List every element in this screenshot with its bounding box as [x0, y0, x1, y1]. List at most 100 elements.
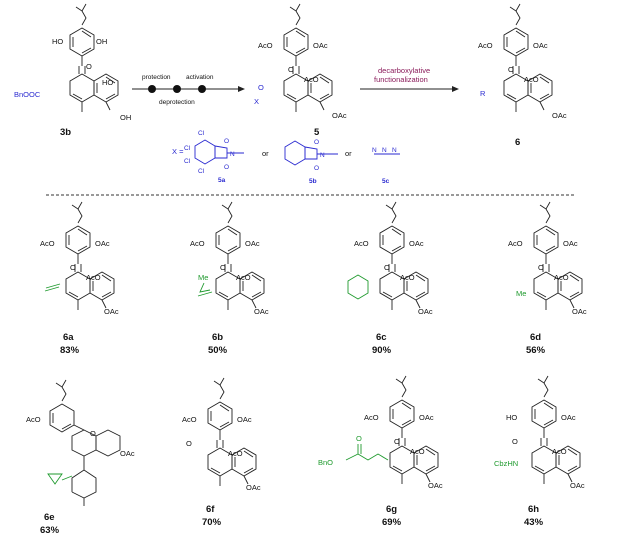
atom-label: N [230, 151, 235, 158]
atom-label: OAc [418, 307, 433, 316]
protection-arrow [132, 85, 245, 93]
compound-6-structure [503, 3, 553, 113]
atom-label: O [186, 439, 192, 448]
atom-label: HO [506, 413, 517, 422]
atom-label: OAc [428, 481, 443, 490]
atom-label: O [90, 429, 96, 438]
product-6b-structure [215, 201, 265, 311]
decarboxylative-arrow [360, 86, 459, 92]
atom-label: AcO [228, 449, 243, 458]
atom-label: AcO [364, 413, 379, 422]
ester-chain-substituent [345, 444, 389, 461]
atom-label: Cl [198, 168, 205, 175]
atom-label-cbzhn: CbzHN [494, 459, 518, 468]
atom-label: O [538, 263, 544, 272]
atom-label: OAc [104, 307, 119, 316]
atom-label: OAc [572, 307, 587, 316]
atom-label: OAc [245, 239, 260, 248]
alkyne-substituent [44, 283, 61, 292]
product-yield-6b: 50% [208, 345, 228, 356]
product-yield-6d: 56% [526, 345, 546, 356]
atom-label-me: Me [198, 273, 208, 282]
atom-label: OH [96, 37, 107, 46]
atom-label: OAc [313, 41, 328, 50]
atom-label: AcO [258, 41, 273, 50]
compound-5-structure [283, 3, 333, 113]
atom-label: O [314, 165, 319, 172]
x-label-5a: 5a [218, 177, 226, 184]
atom-label: OAc [95, 239, 110, 248]
atom-label: OAc [570, 481, 585, 490]
atom-label-o: O [258, 83, 264, 92]
atom-label: O [314, 139, 319, 146]
product-6f-structure [207, 377, 257, 487]
atom-label: HO [102, 78, 113, 87]
atom-label: AcO [400, 273, 415, 282]
atom-label: Cl [198, 130, 205, 137]
atom-label-x: X [254, 97, 259, 106]
product-label-6e: 6e [44, 512, 55, 523]
atom-label: N [320, 152, 325, 159]
or-label-1: or [262, 149, 269, 158]
atom-label: N [372, 147, 377, 154]
compound-label-6: 6 [515, 137, 520, 148]
atom-label: AcO [478, 41, 493, 50]
atom-label: OAc [332, 111, 347, 120]
product-6a-structure [65, 201, 115, 311]
product-6e-structure [47, 379, 121, 506]
isopropenyl-substituent [197, 282, 213, 297]
product-6g-structure [389, 375, 439, 485]
product-6h-structure [531, 375, 581, 485]
atom-label: Cl [184, 158, 191, 165]
or-label-2: or [345, 149, 352, 158]
atom-label: O [86, 62, 92, 71]
atom-label: O [224, 164, 229, 171]
atom-label: OAc [552, 111, 567, 120]
atom-label: AcO [552, 447, 567, 456]
atom-label: O [394, 437, 400, 446]
product-label-6h: 6h [528, 504, 539, 515]
atom-label: AcO [40, 239, 55, 248]
product-label-6f: 6f [206, 504, 215, 515]
atom-label: AcO [410, 447, 425, 456]
atom-label: OAc [533, 41, 548, 50]
compound-label-5: 5 [314, 127, 320, 138]
atom-label: O [288, 65, 294, 74]
product-6d-structure [533, 201, 583, 311]
atom-label: OH [120, 113, 131, 122]
atom-label: AcO [26, 415, 41, 424]
product-label-6b: 6b [212, 332, 223, 343]
product-label-6d: 6d [530, 332, 541, 343]
product-yield-6f: 70% [202, 517, 222, 528]
x-equals-label: X = [172, 147, 184, 156]
arrow-label-activation: activation [186, 74, 214, 81]
product-label-6c: 6c [376, 332, 387, 343]
x-group-5b [284, 140, 338, 166]
atom-label: Cl [184, 145, 191, 152]
atom-label: OAc [120, 449, 135, 458]
atom-label: O [220, 263, 226, 272]
atom-label: AcO [86, 273, 101, 282]
compound-label-3b: 3b [60, 127, 71, 138]
arrow-label-protection: protection [142, 74, 171, 81]
phenyl-substituent [347, 274, 369, 300]
atom-label: O [224, 138, 229, 145]
arrow-label-functionalization: functionalization [374, 75, 428, 84]
product-yield-6g: 69% [382, 517, 402, 528]
product-6c-structure [379, 201, 429, 311]
atom-label: O [508, 65, 514, 74]
atom-label: N [392, 147, 397, 154]
product-yield-6h: 43% [524, 517, 544, 528]
atom-label: OAc [563, 239, 578, 248]
product-yield-6e: 63% [40, 525, 60, 536]
atom-label: OAc [409, 239, 424, 248]
arrow-label-deprotection: deprotection [159, 99, 195, 106]
product-yield-6c: 90% [372, 345, 392, 356]
atom-label-bnooc: BnOOC [14, 90, 41, 99]
atom-label: O [384, 263, 390, 272]
atom-label: OAc [246, 483, 261, 492]
compound-3b-structure [69, 3, 119, 113]
atom-label: OAc [419, 413, 434, 422]
atom-label: O [512, 437, 518, 446]
